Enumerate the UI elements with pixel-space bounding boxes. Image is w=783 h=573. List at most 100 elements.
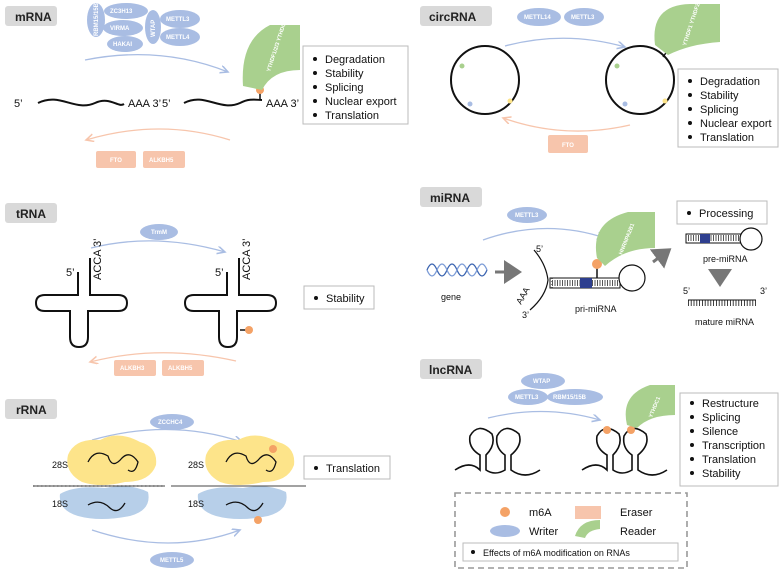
effect-item: Translation xyxy=(702,454,756,466)
mrna-effects-list: Degradation Stability Splicing Nuclear e… xyxy=(313,54,397,122)
trna-title: tRNA xyxy=(16,207,46,221)
mirna-reader: HNRNPA2B1 xyxy=(595,212,655,266)
legend-eraser-label: Eraser xyxy=(620,507,653,519)
eraser-shape xyxy=(162,360,204,376)
effect-item: Translation xyxy=(325,110,379,122)
writer-shape xyxy=(547,389,603,405)
pri-loop xyxy=(618,264,646,292)
mrna-strand-modified xyxy=(183,98,263,107)
writer-shape xyxy=(508,389,548,405)
eraser-arrow xyxy=(503,118,631,132)
small-subunit xyxy=(197,486,287,519)
writer-arrow xyxy=(91,530,240,544)
trna-3-label: ACCA 3’ xyxy=(241,238,253,280)
eraser-label: ALKBH5 xyxy=(168,366,193,372)
circrna-reader: YTHDF1 YTHDF2 YTHDC1 IGF2BP2 xyxy=(654,0,720,55)
writer-arrow xyxy=(84,54,228,72)
legend-effects-box xyxy=(462,542,679,562)
writer-arrow xyxy=(504,37,625,47)
trna-tag xyxy=(5,203,57,223)
subunit-label: 28S xyxy=(52,460,68,470)
effect-item: Translation xyxy=(700,132,754,144)
lncrna-hairpins-modified xyxy=(581,427,668,476)
writer-label: WTAP xyxy=(533,379,550,385)
mature-3-label: 3’ xyxy=(760,286,767,296)
writer-shape xyxy=(150,414,194,430)
effect-item: Processing xyxy=(699,208,753,220)
eraser-shape xyxy=(114,360,156,376)
writer-shape xyxy=(150,552,194,568)
strand-3-label: AAA 3’ xyxy=(266,98,299,110)
pri-3-label: 3’ xyxy=(522,310,529,320)
effect-item: Stability xyxy=(700,90,739,102)
effect-item: Degradation xyxy=(325,54,385,66)
strand-5-label: 5’ xyxy=(14,98,23,110)
effect-item: Splicing xyxy=(325,82,364,94)
effect-item: Stability xyxy=(702,468,741,480)
writer-shape xyxy=(160,10,200,28)
eraser-label: ALKBH5 xyxy=(149,158,174,164)
mirna-effects-box xyxy=(676,200,768,225)
writer-arrow xyxy=(487,410,600,420)
large-subunit xyxy=(67,435,157,485)
writer-label: TrmM xyxy=(151,230,167,236)
trna-cloverleaf xyxy=(34,258,129,349)
writer-label: WTAP xyxy=(151,20,157,37)
effect-item: Splicing xyxy=(700,104,739,116)
effect-item: Translation xyxy=(326,463,380,475)
mature-mirna-label: mature miRNA xyxy=(695,317,754,327)
effect-item: Nuclear export xyxy=(325,96,397,108)
legend-reader-label: Reader xyxy=(620,526,656,538)
trna-5-label: 5’ xyxy=(66,267,75,279)
legend-reader-swatch xyxy=(575,520,600,538)
m6a-dot xyxy=(254,516,262,524)
mrna-effects-box xyxy=(302,45,409,125)
pre-loop xyxy=(739,227,763,251)
lncrna-effects-box xyxy=(679,392,779,487)
mrna-reader: YTHDF1/2/3 YTHDC1/2 IGF2BP1/2/3 ELAVL1 xyxy=(242,0,307,90)
circrna-panel: circRNA METTL14 METTL3 YTHDF1 YTHDF2 YTH… xyxy=(420,0,779,153)
strand-5-label: 5’ xyxy=(162,98,171,110)
legend-m6a-swatch xyxy=(500,507,510,517)
m6a-dot xyxy=(245,326,253,334)
writer-shape xyxy=(517,8,561,26)
rrna-title: rRNA xyxy=(16,403,47,417)
mrna-panel: mRNA RBM15/15B ZC3H13 VIRMA HAKAI WTAP M… xyxy=(5,0,409,168)
writer-label: METTL4 xyxy=(166,35,190,41)
m6a-dot xyxy=(592,259,602,269)
m6a-dot xyxy=(603,426,611,434)
eraser-shape xyxy=(548,135,588,153)
subunit-label: 18S xyxy=(52,499,68,509)
effect-item: Silence xyxy=(702,426,738,438)
lncrna-tag xyxy=(420,359,482,379)
writer-shape xyxy=(107,36,143,52)
pri-mirna-tail xyxy=(529,249,549,311)
eraser-label: FTO xyxy=(562,143,574,149)
writer-arrow xyxy=(482,227,605,241)
writer-label: METTL3 xyxy=(166,17,190,23)
m6a-dot xyxy=(269,445,277,453)
legend: m6A Eraser Writer Reader Effects of m6A … xyxy=(454,492,688,569)
rrna-tag xyxy=(5,399,57,419)
writer-label: ZCCHC4 xyxy=(158,420,183,426)
lncrna-reader: YTHDC1 xyxy=(625,385,675,428)
trna-cloverleaf-modified xyxy=(183,258,278,349)
large-subunit xyxy=(205,435,295,485)
writer-shape xyxy=(104,3,148,19)
writer-shape xyxy=(140,224,178,240)
effect-item: Transcription xyxy=(702,440,765,452)
pri-5-label: 5’ xyxy=(536,244,543,254)
mature-5-label: 5’ xyxy=(683,286,690,296)
trna-effects-box xyxy=(303,285,375,310)
reader-shape xyxy=(595,212,655,266)
legend-m6a-label: m6A xyxy=(529,507,552,519)
mirna-title: miRNA xyxy=(430,191,470,205)
eraser-arrow xyxy=(90,352,237,362)
rrna-panel: rRNA ZCCHC4 28S 18S 28S 18S METTL5 Trans… xyxy=(5,399,391,568)
trna-panel: tRNA TrmM 5’ ACCA 3’ 5’ ACCA 3’ ALKBH3 A… xyxy=(5,203,375,376)
mrna-strand xyxy=(37,98,125,107)
legend-effects-label: Effects of m6A modification on RNAs xyxy=(483,548,630,558)
circrna-title: circRNA xyxy=(429,10,477,24)
reader-shape xyxy=(625,385,675,428)
